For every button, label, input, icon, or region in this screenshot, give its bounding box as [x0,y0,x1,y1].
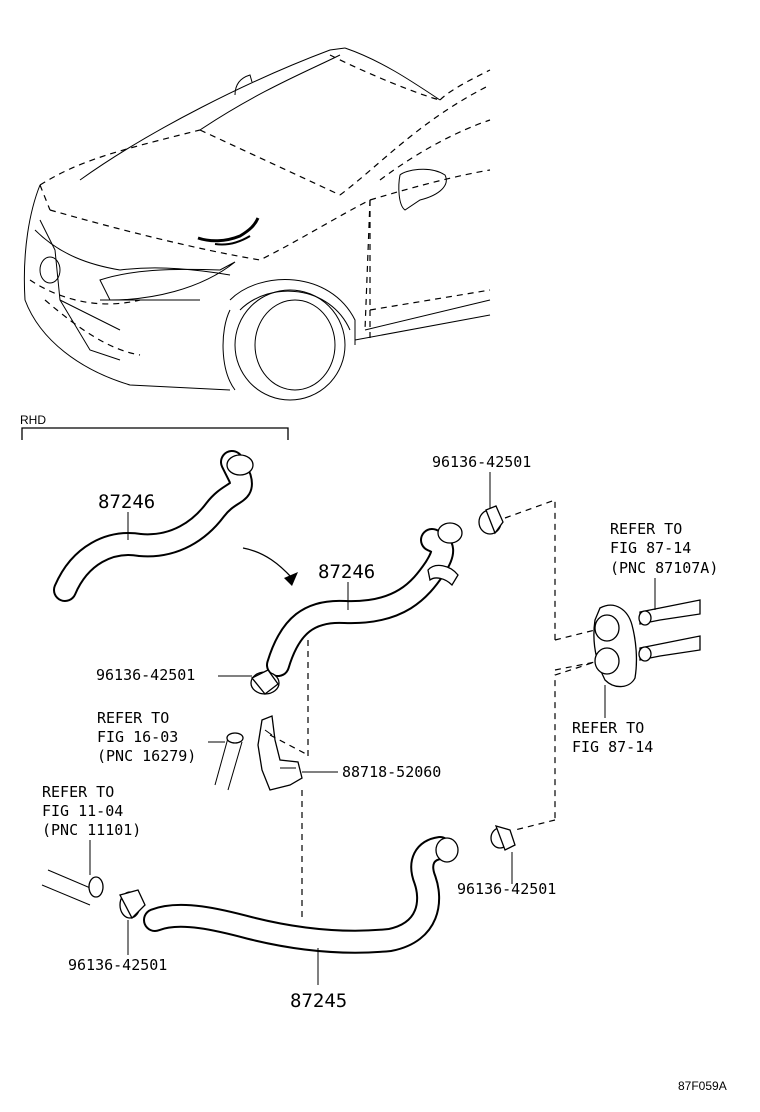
ref-fig-16-03-line3: (PNC 16279) [97,747,196,765]
car-illustration [23,47,491,401]
ref-fig-87-14-line2: FIG 87-14 [572,738,653,756]
clamp-mid-icon [250,669,280,695]
label-87246-ref: 87246 [98,491,155,513]
pipe-11-04-icon [41,869,104,906]
ref-fig-11-04: REFER TO FIG 11-04 (PNC 11101) [42,783,141,839]
ref-fig-87-14-pnc-line2: FIG 87-14 [610,539,691,557]
rhd-bracket: RHD [20,413,289,440]
ref-fig-16-03: REFER TO FIG 16-03 (PNC 16279) [97,709,196,765]
label-87245: 87245 [290,990,347,1012]
ref-fig-11-04-line2: FIG 11-04 [42,802,123,820]
ref-fig-87-14-pnc: REFER TO FIG 87-14 (PNC 87107A) [610,520,718,577]
ref-fig-16-03-line1: REFER TO [97,709,169,727]
clamp-top-icon [478,505,504,535]
ref-fig-87-14-line1: REFER TO [572,719,644,737]
ref-fig-16-03-line2: FIG 16-03 [97,728,178,746]
hose-87246-reference [53,450,254,602]
clamp-right-icon [490,825,516,851]
clamp-upper-hose-icon [427,564,459,587]
figure-code: 87F059A [678,1079,727,1093]
clamp-bottom-icon [119,889,146,920]
label-clamp-top: 96136-42501 [432,453,531,471]
ref-fig-87-14: REFER TO FIG 87-14 [572,719,653,756]
joint-88718-icon [257,715,303,791]
label-clamp-right: 96136-42501 [457,880,556,898]
ref-fig-87-14-pnc-line3: (PNC 87107A) [610,559,718,577]
label-joint: 88718-52060 [342,763,441,781]
heater-core-fitting-icon [593,599,701,688]
label-87246: 87246 [318,561,375,583]
hose-87246 [266,522,463,677]
ref-fig-11-04-line3: (PNC 11101) [42,821,141,839]
label-clamp-bottom: 96136-42501 [68,956,167,974]
ref-fig-11-04-line1: REFER TO [42,783,114,801]
label-clamp-mid: 96136-42501 [96,666,195,684]
hose-87245 [143,836,459,954]
pipe-16-03-icon [214,732,244,791]
section-label: RHD [20,413,46,427]
ref-fig-87-14-pnc-line1: REFER TO [610,520,682,538]
